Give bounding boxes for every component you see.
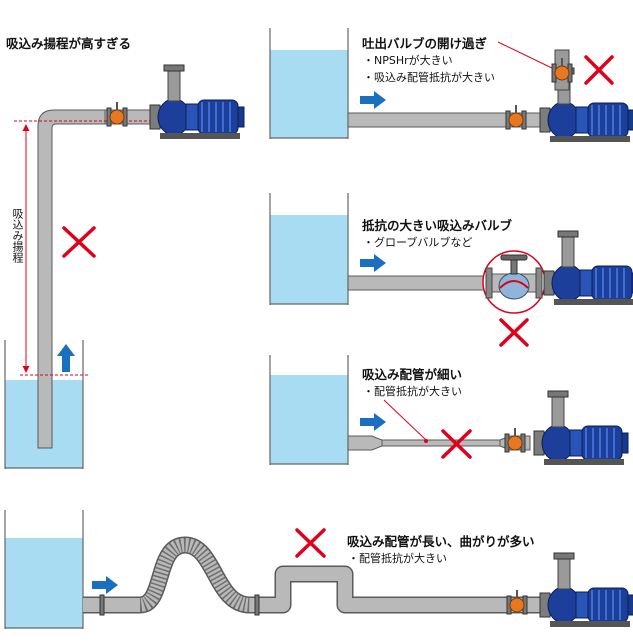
panel-high-resistance-valve bbox=[269, 193, 546, 347]
reducer bbox=[347, 435, 383, 451]
flow-arrow-icon bbox=[92, 576, 118, 594]
note-text: ・配管抵抗が大きい bbox=[363, 385, 462, 398]
butterfly-valve-icon bbox=[506, 590, 528, 615]
flow-arrow-icon bbox=[360, 91, 386, 109]
butterfly-valve-icon bbox=[551, 58, 573, 83]
globe-valve-icon bbox=[485, 254, 543, 300]
panel-suction-lift bbox=[4, 109, 238, 469]
axis-label-suction-lift: 吸込み揚程 bbox=[11, 208, 24, 263]
pump-icon bbox=[149, 64, 245, 139]
cross-icon bbox=[584, 55, 614, 85]
panel-title-thin-pipe: 吸込み配管が細い bbox=[362, 367, 463, 382]
note-text: ・吸込み配管抵抗が大きい bbox=[363, 71, 495, 84]
thin-pipe bbox=[381, 439, 501, 447]
panel-discharge-valve bbox=[269, 28, 614, 139]
callout-dot bbox=[424, 439, 428, 443]
note-text: ・配管抵抗が大きい bbox=[348, 552, 447, 565]
flow-arrow-icon bbox=[360, 413, 386, 431]
pump-icon bbox=[539, 552, 633, 627]
pump-icon bbox=[533, 390, 629, 465]
equipment-layer bbox=[99, 49, 633, 627]
cross-icon bbox=[62, 226, 96, 258]
tank-water bbox=[270, 215, 348, 304]
butterfly-valve-icon bbox=[106, 102, 128, 127]
suction-pipe bbox=[347, 275, 489, 291]
butterfly-valve-icon bbox=[504, 428, 526, 453]
panel-thin-pipe bbox=[269, 355, 531, 465]
tank-water bbox=[270, 375, 348, 464]
bent-pipe-fill bbox=[83, 538, 540, 612]
callout-line bbox=[383, 399, 427, 441]
butterfly-valve-icon bbox=[505, 105, 527, 130]
note-text: ・NPSHrが大きい bbox=[363, 54, 453, 67]
flange bbox=[254, 594, 260, 616]
panel-long-pipe bbox=[4, 510, 540, 629]
panel-title-suction-lift: 吸込み揚程が高すぎる bbox=[6, 36, 132, 51]
panel-title-high-resistance-valve: 抵抗の大きい吸込みバルブ bbox=[362, 218, 513, 233]
flow-arrow-icon bbox=[360, 254, 386, 272]
flow-arrow-icon bbox=[57, 344, 75, 372]
tank-water bbox=[5, 538, 83, 628]
panel-title-discharge-valve: 吐出バルブの開け過ぎ bbox=[362, 36, 488, 51]
cross-icon bbox=[295, 528, 326, 558]
note-text: ・グローブバルブなど bbox=[363, 236, 473, 249]
tank-water bbox=[270, 50, 348, 138]
cross-icon bbox=[499, 318, 529, 347]
callout-line bbox=[497, 41, 557, 71]
flange bbox=[99, 594, 105, 616]
pump-icon bbox=[543, 230, 633, 305]
cross-icon bbox=[441, 429, 472, 459]
corrugation bbox=[138, 537, 251, 612]
panel-title-long-pipe: 吸込み配管が長い、曲がりが多い bbox=[347, 534, 535, 549]
